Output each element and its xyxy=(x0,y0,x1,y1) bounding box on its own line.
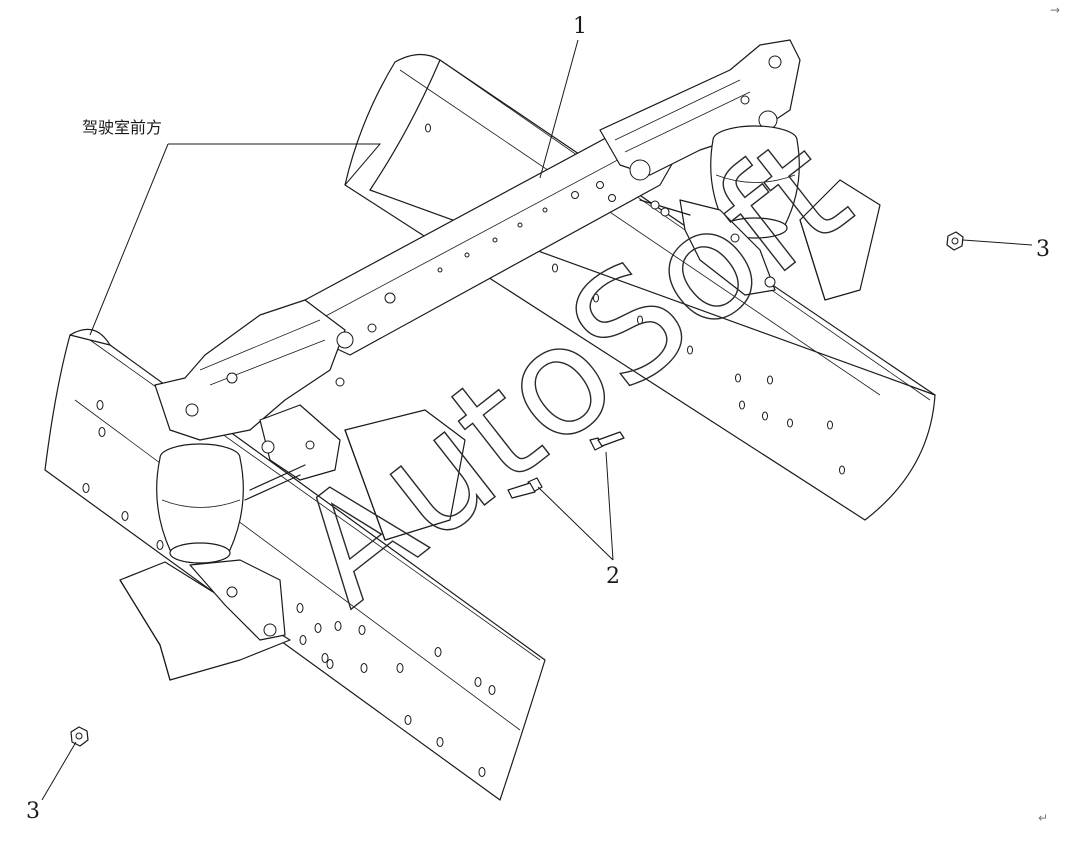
rail-front-holes xyxy=(82,400,496,777)
cab-front-label: 驾驶室前方 xyxy=(82,118,162,137)
nut-right xyxy=(946,231,964,251)
corner-mark-top-right: → xyxy=(1050,3,1060,17)
leader-lines xyxy=(41,39,1033,801)
part-3-left-label: 3 xyxy=(26,799,40,824)
left-suspension-assembly xyxy=(154,299,354,641)
corner-mark-bottom-right: ↵ xyxy=(1038,811,1048,825)
beam-holes xyxy=(367,181,616,333)
part-3-right-label: 3 xyxy=(1036,237,1050,262)
bolt-upper xyxy=(589,431,625,451)
nut-left xyxy=(70,726,89,747)
part-2-label: 2 xyxy=(606,564,620,589)
bolt-lower xyxy=(507,477,543,499)
right-suspension-assembly xyxy=(599,39,801,296)
rail-rear-holes xyxy=(425,123,845,475)
left-air-spring xyxy=(156,443,244,564)
part-1-label: 1 xyxy=(573,14,587,39)
cross-member-blocks xyxy=(119,179,881,681)
